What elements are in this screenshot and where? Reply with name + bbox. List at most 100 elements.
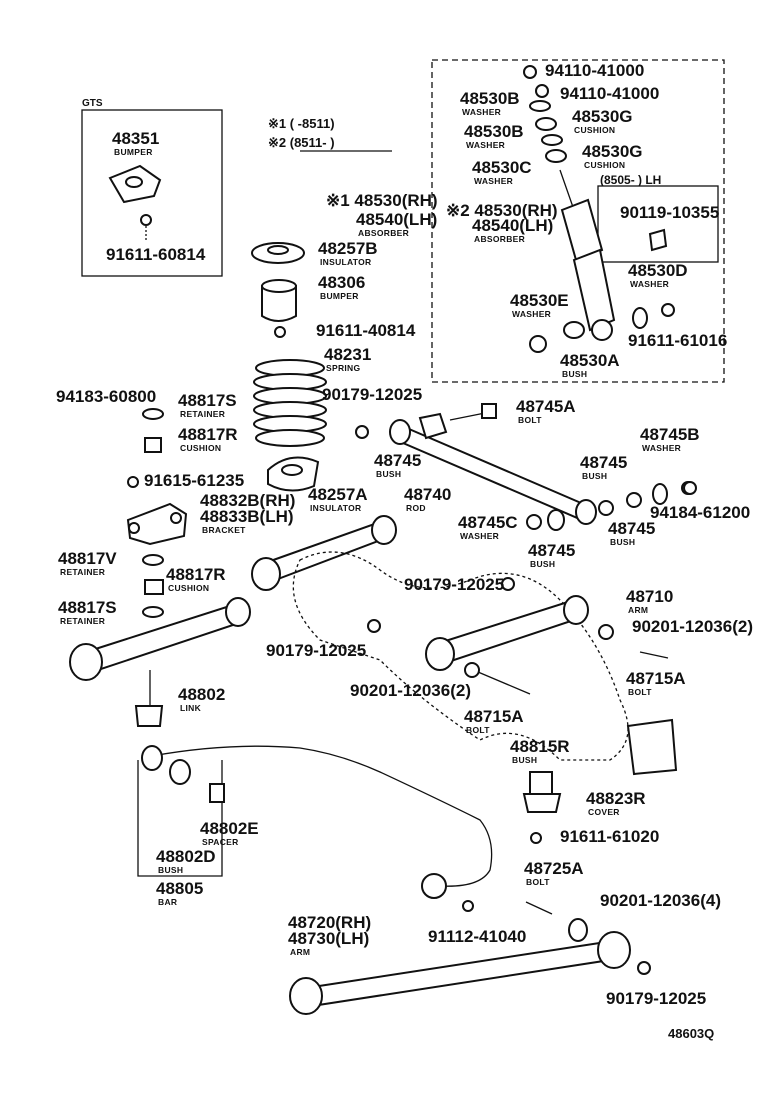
part-name-48710: ARM bbox=[628, 605, 648, 615]
part-number-48530_1: ※1 48530(RH) bbox=[326, 191, 438, 210]
part-name-48725a: BOLT bbox=[526, 877, 550, 887]
part-name-48745a: BOLT bbox=[518, 415, 542, 425]
part-number-48805: 48805 bbox=[156, 879, 203, 898]
part-number-48815r: 48815R bbox=[510, 737, 570, 756]
part-number-48817s_a: 48817S bbox=[178, 391, 237, 410]
part-number-48530c: 48530C bbox=[472, 158, 532, 177]
part-number-48802e: 48802E bbox=[200, 819, 259, 838]
bumper-48306-shape bbox=[261, 279, 297, 338]
lh-bolt-box bbox=[597, 185, 719, 263]
part-number-48745_b: 48745 bbox=[580, 453, 627, 472]
part-name-48745_c: BUSH bbox=[530, 559, 555, 569]
part-name-48817v: RETAINER bbox=[60, 567, 105, 577]
part-name-48530a: BUSH bbox=[562, 369, 587, 379]
part-number-48823r: 48823R bbox=[586, 789, 646, 808]
part-name-48306: BUMPER bbox=[320, 291, 359, 301]
part-name-48530b_b: WASHER bbox=[466, 140, 505, 150]
part-number-90179_c: 90179-12025 bbox=[266, 641, 366, 660]
part-number-94184: 94184-61200 bbox=[650, 503, 750, 522]
lower-arm-left-shape bbox=[69, 597, 251, 681]
part-number-48745b: 48745B bbox=[640, 425, 700, 444]
part-number-48817r_a: 48817R bbox=[178, 425, 238, 444]
part-number-48745_c: 48745 bbox=[528, 541, 575, 560]
part-number-48540_1: 48540(LH) bbox=[356, 210, 437, 229]
diagram-code: 48603Q bbox=[668, 1026, 714, 1041]
part-number-90179_a: 90179-12025 bbox=[322, 385, 422, 404]
insulator-48257b-shape bbox=[251, 242, 305, 264]
note-1: ※1 ( -8511) bbox=[268, 116, 335, 131]
gts-bumper-box bbox=[81, 109, 223, 277]
part-number-48530e: 48530E bbox=[510, 291, 569, 310]
note-2: ※2 (8511- ) bbox=[268, 135, 335, 150]
part-name-48530g_a: CUSHION bbox=[574, 125, 615, 135]
part-number-48715a_a: 48715A bbox=[626, 669, 686, 688]
part-number-90201_c: 90201-12036(4) bbox=[600, 891, 721, 910]
gts-label: GTS bbox=[82, 98, 103, 109]
part-number-48725a: 48725A bbox=[524, 859, 584, 878]
part-number-48740: 48740 bbox=[404, 485, 451, 504]
part-number-48745c: 48745C bbox=[458, 513, 518, 532]
part-name-48257a: INSULATOR bbox=[310, 503, 362, 513]
part-number-48720: 48720(RH) bbox=[288, 913, 371, 932]
part-name-48540_1: ABSORBER bbox=[358, 228, 409, 238]
part-name-48802e: SPACER bbox=[202, 837, 239, 847]
part-name-48745_b: BUSH bbox=[582, 471, 607, 481]
part-number-48802: 48802 bbox=[178, 685, 225, 704]
part-number-90179_d: 90179-12025 bbox=[606, 989, 706, 1008]
link-48802-shape bbox=[134, 670, 164, 727]
part-number-48730: 48730(LH) bbox=[288, 929, 369, 948]
part-number-48832b: 48832B(RH) bbox=[200, 491, 295, 510]
part-number-94183: 94183-60800 bbox=[56, 387, 156, 406]
part-number-48817s_b: 48817S bbox=[58, 598, 117, 617]
part-number-48530_2: ※2 48530(RH) bbox=[446, 201, 558, 220]
part-name-48817r_b: CUSHION bbox=[168, 583, 209, 593]
part-name-48817r_a: CUSHION bbox=[180, 443, 221, 453]
part-name-48745b: WASHER bbox=[642, 443, 681, 453]
part-number-48351: 48351 bbox=[112, 129, 159, 148]
part-name-48823r: COVER bbox=[588, 807, 620, 817]
part-name-48833b: BRACKET bbox=[202, 525, 246, 535]
part-name-48715a_b: BOLT bbox=[466, 725, 490, 735]
lateral-rod-48740-shape bbox=[389, 403, 597, 525]
part-number-90179_b: 90179-12025 bbox=[404, 575, 504, 594]
part-name-48730: ARM bbox=[290, 947, 310, 957]
part-name-48257b: INSULATOR bbox=[320, 257, 372, 267]
part-number-48306: 48306 bbox=[318, 273, 365, 292]
part-name-48815r: BUSH bbox=[512, 755, 537, 765]
part-number-48530g_a: 48530G bbox=[572, 107, 633, 126]
part-name-48530b_a: WASHER bbox=[462, 107, 501, 117]
part-number-48715a_b: 48715A bbox=[464, 707, 524, 726]
part-name-48817s_a: RETAINER bbox=[180, 409, 225, 419]
part-name-48530e: WASHER bbox=[512, 309, 551, 319]
part-name-48530g_b: CUSHION bbox=[584, 160, 625, 170]
part-number-48817v: 48817V bbox=[58, 549, 117, 568]
part-number-94110_a: 94110-41000 bbox=[545, 61, 644, 80]
coil-spring-48231-shape bbox=[253, 359, 327, 447]
lh-range: (8505- ) LH bbox=[600, 173, 661, 187]
stabilizer-bar-48805-shape bbox=[141, 745, 493, 899]
part-number-91611_40814: 91611-40814 bbox=[316, 321, 416, 340]
part-number-48530b_a: 48530B bbox=[460, 89, 520, 108]
part-number-48257a: 48257A bbox=[308, 485, 368, 504]
part-name-48805: BAR bbox=[158, 897, 177, 907]
part-number-48530g_b: 48530G bbox=[582, 142, 643, 161]
part-number-90201_b: 90201-12036(2) bbox=[350, 681, 471, 700]
bush-cover-shape bbox=[522, 771, 562, 844]
body-outline bbox=[292, 551, 629, 761]
part-name-48802d: BUSH bbox=[158, 865, 183, 875]
part-number-90119: 90119-10355 bbox=[620, 203, 719, 222]
part-name-48530c: WASHER bbox=[474, 176, 513, 186]
part-number-91112: 91112-41040 bbox=[428, 927, 526, 946]
part-name-48740: ROD bbox=[406, 503, 426, 513]
part-number-48530d: 48530D bbox=[628, 261, 688, 280]
part-name-48231: SPRING bbox=[326, 363, 360, 373]
part-number-90201_a: 90201-12036(2) bbox=[632, 617, 753, 636]
lower-arm-48720-shape bbox=[289, 931, 651, 1015]
part-name-48715a_a: BOLT bbox=[628, 687, 652, 697]
part-number-91611_61016: 91611-61016 bbox=[628, 331, 727, 350]
part-number-94110_b: 94110-41000 bbox=[560, 84, 659, 103]
bolt-48725a-shape bbox=[462, 900, 588, 942]
part-number-91615: 91615-61235 bbox=[144, 471, 244, 490]
